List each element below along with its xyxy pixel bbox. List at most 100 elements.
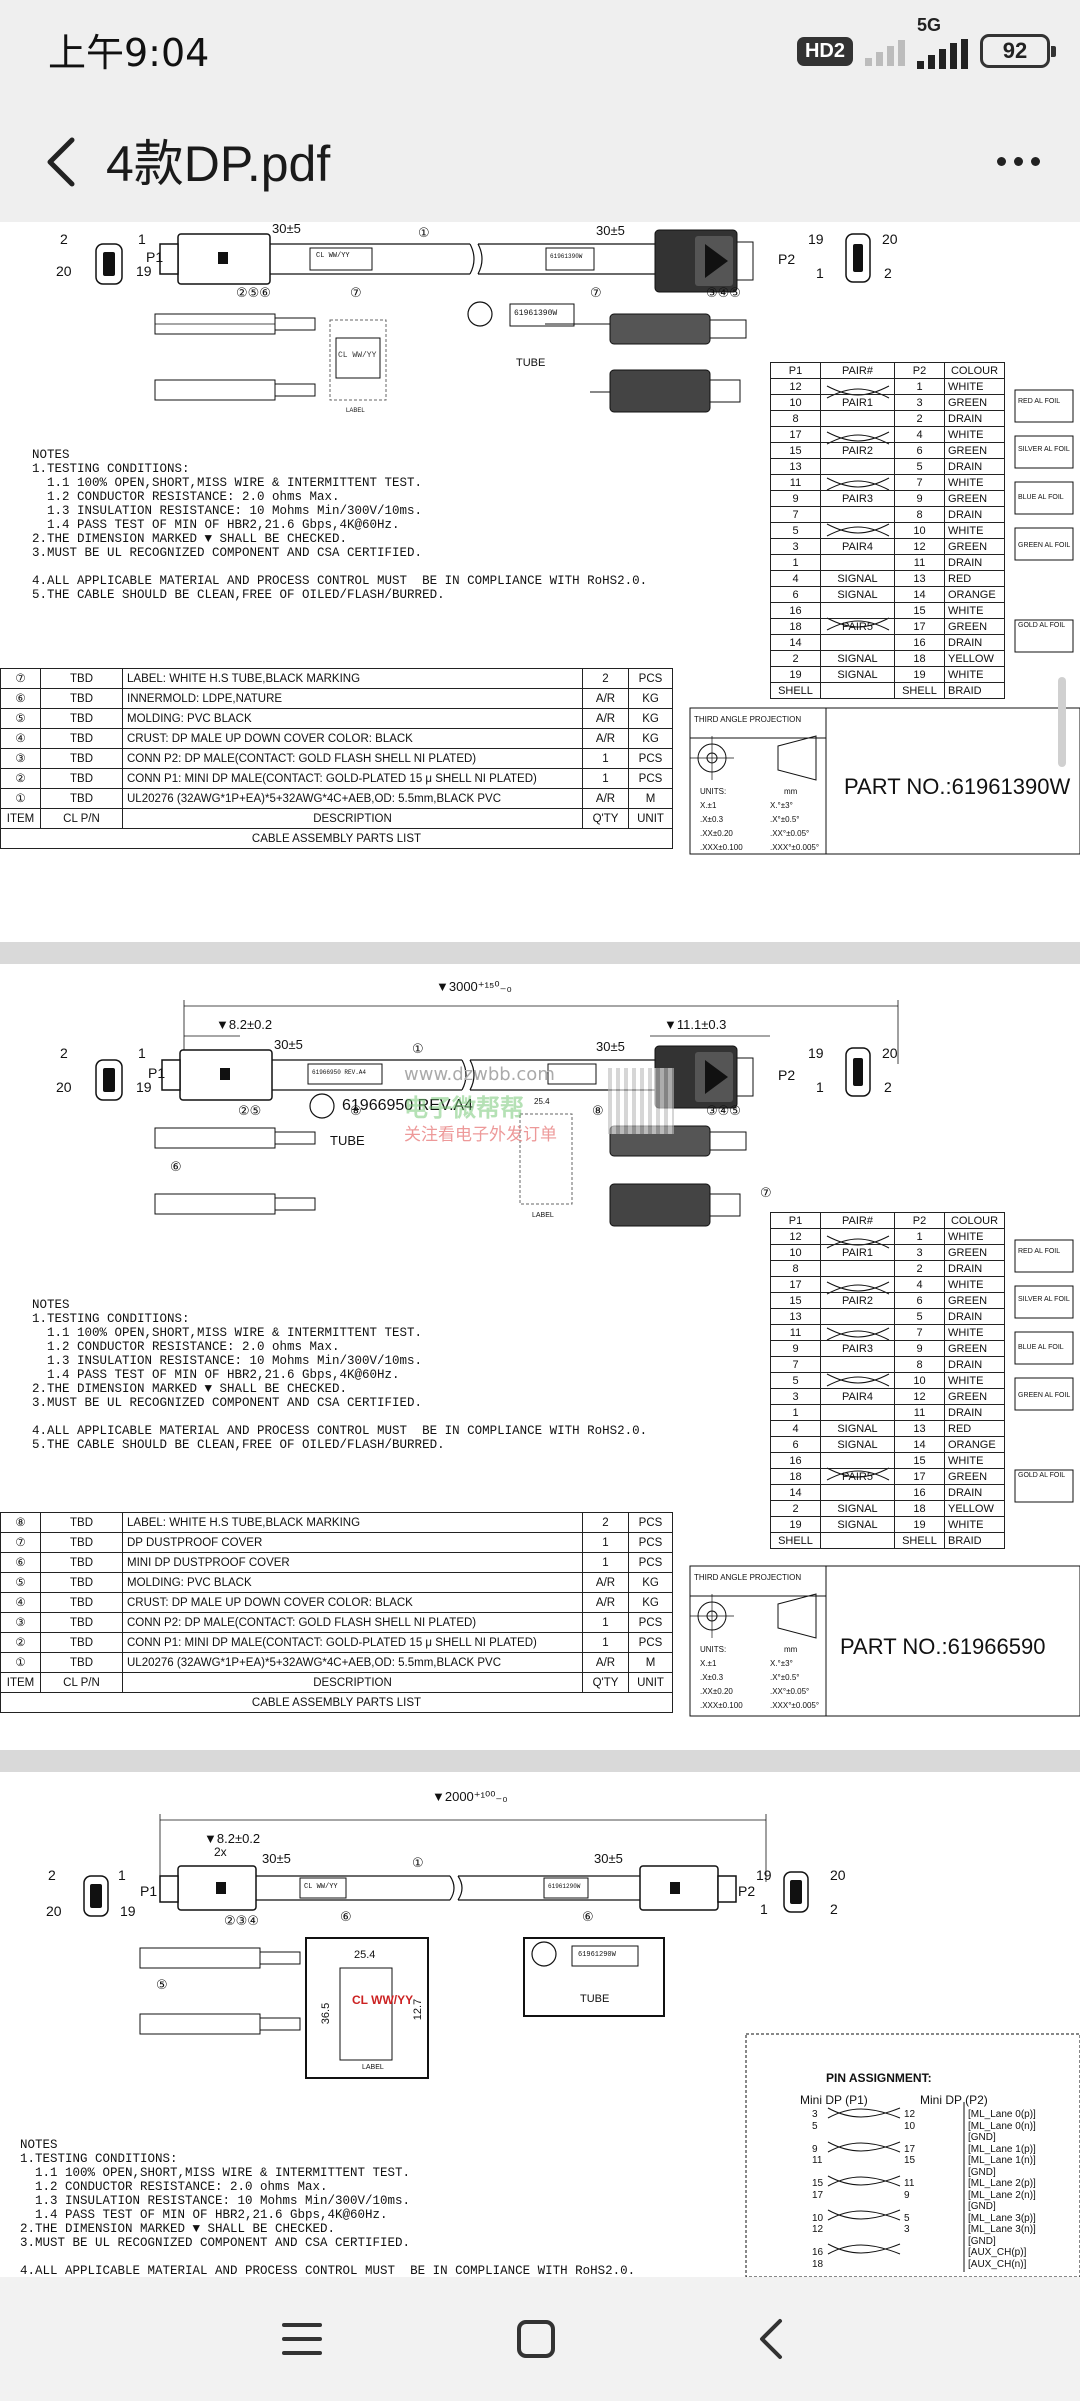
parts-cell: 1 xyxy=(582,1552,629,1573)
parts-cell: A/R xyxy=(582,708,629,729)
foil-label: GREEN AL FOIL xyxy=(1018,542,1071,549)
pinout-cell: SHELL xyxy=(894,682,945,699)
parts-cell: PCS xyxy=(628,748,673,769)
parts-caption: CABLE ASSEMBLY PARTS LIST xyxy=(0,1692,673,1713)
pinout-cell: WHITE xyxy=(944,1276,1005,1293)
parts-cell: UL20276 (32AWG*1P+EA)*5+32AWG*4C+AEB,OD:… xyxy=(122,1652,583,1673)
pinout-cell: SHELL xyxy=(770,682,821,699)
status-icons: HD2 5G 92 xyxy=(796,15,1056,76)
quantity-mark: 2x xyxy=(214,1845,227,1859)
pin-label: 2 xyxy=(884,265,892,281)
document-title: 4款DP.pdf xyxy=(106,136,331,192)
callout: ⑧ xyxy=(350,1103,362,1118)
more-options-icon[interactable] xyxy=(986,134,1050,188)
foil-label: BLUE AL FOIL xyxy=(1018,1344,1064,1351)
parts-cell: ② xyxy=(0,1632,41,1653)
parts-caption-row: CABLE ASSEMBLY PARTS LIST xyxy=(0,1692,673,1713)
pin-assignment-p2: 9 xyxy=(904,2189,910,2201)
foil-label: GOLD AL FOIL xyxy=(1018,622,1066,629)
pinout-cell: 16 xyxy=(770,1452,821,1469)
pinout-cell: GREEN xyxy=(944,1468,1005,1485)
parts-cell: MOLDING: PVC BLACK xyxy=(122,1572,583,1593)
label-caption: LABEL xyxy=(532,1212,554,1219)
pin-label: 2 xyxy=(60,1045,68,1061)
back-icon[interactable] xyxy=(732,2299,812,2379)
pdf-viewport[interactable]: 2 1 20 19 P1 30±5 30±5 ① ②⑤⑥ ⑦ ⑦ ③④⑤ P2 … xyxy=(0,222,1080,2277)
pin-label: 19 xyxy=(120,1903,136,1919)
pinout-header-cell: PAIR# xyxy=(820,362,895,379)
parts-cell: CONN P2: DP MALE(CONTACT: GOLD FLASH SHE… xyxy=(122,748,583,769)
callout: ① xyxy=(412,1041,424,1056)
pdf-page-1: 2 1 20 19 P1 30±5 30±5 ① ②⑤⑥ ⑦ ⑦ ③④⑤ P2 … xyxy=(0,222,1080,942)
pinout-cell: 19 xyxy=(770,1516,821,1533)
parts-cell: TBD xyxy=(40,768,123,789)
pinout-cell: 8 xyxy=(770,1260,821,1277)
label-overall-height: 36.5 xyxy=(320,2002,333,2025)
notes-block: NOTES 1.TESTING CONDITIONS: 1.1 100% OPE… xyxy=(32,1298,648,1452)
pin-assignment-p2: 3 xyxy=(904,2224,910,2235)
pinout-cell: WHITE xyxy=(944,1324,1005,1341)
pinout-cell: PAIR4 xyxy=(820,1388,895,1405)
notes-block: NOTES 1.TESTING CONDITIONS: 1.1 100% OPE… xyxy=(20,2138,636,2277)
pinout-cell: GREEN xyxy=(944,394,1005,411)
parts-cell: CRUST: DP MALE UP DOWN COVER COLOR: BLAC… xyxy=(122,728,583,749)
pinout-cell xyxy=(820,1532,895,1549)
parts-cell: PCS xyxy=(628,1512,673,1533)
pinout-cell: PAIR3 xyxy=(820,490,895,507)
signal-5g-icon: 5G xyxy=(917,15,968,69)
pinout-cell xyxy=(820,1276,895,1293)
pin-label: 19 xyxy=(808,231,824,247)
home-icon[interactable] xyxy=(496,2299,576,2379)
pinout-cell: RED xyxy=(944,1420,1005,1437)
pinout-cell: 10 xyxy=(894,1372,945,1389)
tube-caption: TUBE xyxy=(580,1993,610,2005)
pin-label: 2 xyxy=(60,231,68,247)
pinout-cell xyxy=(820,426,895,443)
pinout-cell: 2 xyxy=(894,410,945,427)
pdf-page-3: ▼2000⁺¹⁰⁰₋₀ ▼8.2±0.2 2x 30±5 30±5 ① 2 1 … xyxy=(0,1772,1080,2277)
drawing-page-1 xyxy=(95,229,1080,855)
pinout-header-cell: COLOUR xyxy=(944,362,1005,379)
parts-cell: TBD xyxy=(40,1652,123,1673)
pinout-cell: 6 xyxy=(894,442,945,459)
tolerance-angular: .X°±0.5° xyxy=(770,815,800,824)
tolerance-angular: X.°±3° xyxy=(770,1659,793,1668)
parts-cell: ⑦ xyxy=(0,1532,41,1553)
pinout-cell: WHITE xyxy=(944,666,1005,683)
pinout-cell: ORANGE xyxy=(944,1436,1005,1453)
parts-cell: TBD xyxy=(40,1632,123,1653)
pinout-cell: WHITE xyxy=(944,426,1005,443)
pinout-cell: 18 xyxy=(770,618,821,635)
parts-caption: CABLE ASSEMBLY PARTS LIST xyxy=(0,828,673,849)
pinout-cell: SIGNAL xyxy=(820,666,895,683)
pinout-cell: PAIR5 xyxy=(820,1468,895,1485)
pinout-cell xyxy=(820,682,895,699)
pinout-cell xyxy=(820,410,895,427)
menu-icon[interactable] xyxy=(262,2299,342,2379)
pinout-cell: 9 xyxy=(770,490,821,507)
parts-cell: KG xyxy=(628,728,673,749)
pin-assignment-signal: [GND] xyxy=(968,2201,996,2212)
pinout-cell: GREEN xyxy=(944,490,1005,507)
pinout-cell: SIGNAL xyxy=(820,1436,895,1453)
callout: ⑥ xyxy=(170,1159,182,1174)
pinout-cell: 19 xyxy=(770,666,821,683)
back-arrow-icon[interactable] xyxy=(28,126,98,196)
callout: ⑦ xyxy=(760,1185,772,1200)
pinout-cell: PAIR1 xyxy=(820,394,895,411)
pinout-cell: YELLOW xyxy=(944,650,1005,667)
callout: ⑦ xyxy=(350,285,362,300)
cable-tube-mark: 61961390W xyxy=(550,253,583,260)
